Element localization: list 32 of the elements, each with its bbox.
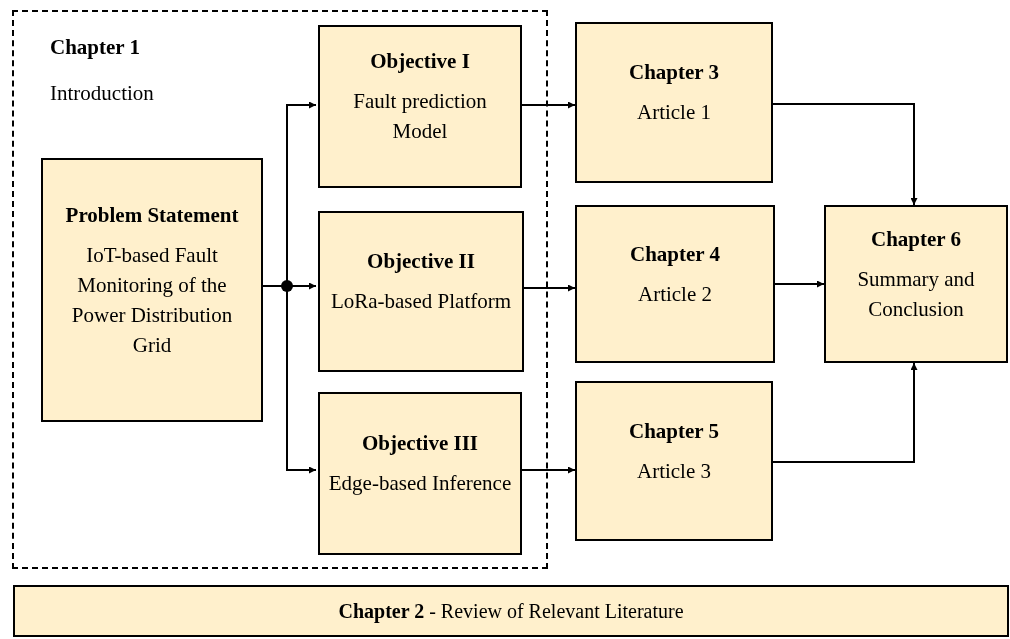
arrow xyxy=(772,362,918,463)
process-box xyxy=(575,381,773,541)
box-text: Fault prediction Model xyxy=(352,88,488,145)
box-text: Article 3 xyxy=(636,457,712,485)
process-box xyxy=(41,158,263,422)
box-title: Objective I xyxy=(370,48,470,75)
arrow xyxy=(772,103,918,206)
box-title: Chapter 5 xyxy=(629,417,719,445)
bar-text: Chapter 2 - Review of Relevant Literature xyxy=(338,599,684,625)
box-text: Summary and Conclusion xyxy=(856,265,976,323)
box-title: Problem Statement xyxy=(65,201,239,229)
process-box xyxy=(824,205,1008,363)
box-title: Chapter 6 xyxy=(871,225,961,253)
process-box xyxy=(575,205,775,363)
process-box xyxy=(575,22,773,183)
box-text: Edge-based Inference xyxy=(328,470,512,497)
chapter-bar xyxy=(13,585,1009,637)
box-text: LoRa-based Platform xyxy=(330,288,512,315)
group-subtitle: Introduction xyxy=(50,80,154,107)
box-title: Chapter 4 xyxy=(630,240,720,268)
dashed-group-box xyxy=(12,10,548,569)
box-text: IoT-based Fault Monitoring of the Power Distribution Grid xyxy=(70,241,234,359)
process-box xyxy=(318,392,522,555)
arrow xyxy=(774,280,825,288)
process-box xyxy=(318,211,524,372)
box-title: Chapter 3 xyxy=(629,59,719,86)
box-title: Objective II xyxy=(367,248,475,275)
process-box xyxy=(318,25,522,188)
box-text: Article 2 xyxy=(637,280,713,308)
group-title: Chapter 1 xyxy=(50,34,142,61)
box-title: Objective III xyxy=(361,430,479,457)
box-text: Article 1 xyxy=(636,99,712,126)
